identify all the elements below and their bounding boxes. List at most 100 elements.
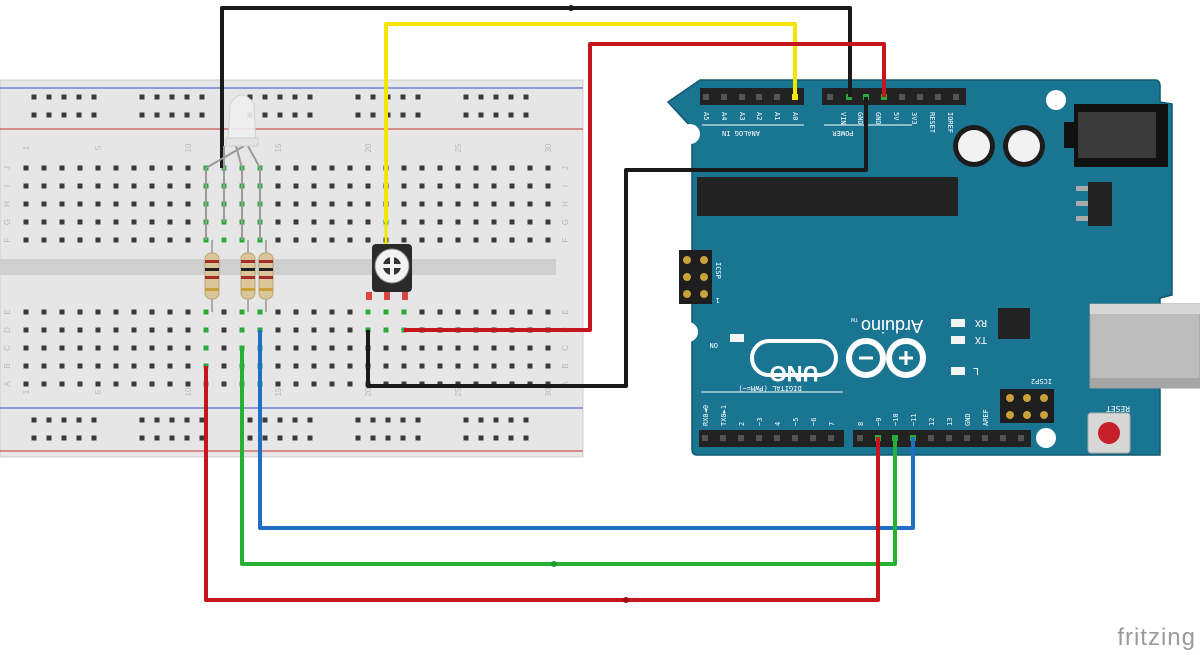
header-pin[interactable]	[899, 94, 905, 100]
header-pin[interactable]	[953, 94, 959, 100]
icsp2-header	[1000, 389, 1054, 423]
potentiometer[interactable]	[366, 244, 412, 300]
breadboard-hole	[329, 381, 335, 387]
header-pin[interactable]	[720, 435, 726, 441]
power-rail-hole	[199, 435, 205, 441]
power-rail-hole	[184, 435, 190, 441]
breadboard-hole	[113, 201, 119, 207]
analog-pin-label: A4	[720, 112, 728, 120]
header-pin[interactable]	[774, 94, 780, 100]
breadboard-hole	[113, 345, 119, 351]
breadboard-hole	[509, 219, 515, 225]
arduino-brand-label: Arduino	[861, 316, 923, 336]
breadboard-hole	[437, 237, 443, 243]
header-pin[interactable]	[857, 435, 863, 441]
header-pin[interactable]	[703, 94, 709, 100]
breadboard-hole	[23, 165, 29, 171]
power-pin-label: IOREF	[946, 112, 954, 133]
reset-button[interactable]	[1087, 412, 1131, 454]
digital-pin-label: 8	[857, 422, 865, 426]
mounting-hole	[1036, 428, 1056, 448]
breadboard-hole	[167, 237, 173, 243]
header-pin[interactable]	[738, 435, 744, 441]
header-pin[interactable]	[964, 435, 970, 441]
breadboard-hole	[185, 345, 191, 351]
header-pin[interactable]	[810, 435, 816, 441]
breadboard-hole	[221, 381, 227, 387]
power-pin-label: 3V3	[910, 112, 918, 125]
breadboard-hole	[473, 165, 479, 171]
power-rail-hole	[508, 417, 514, 423]
power-rail-hole	[169, 94, 175, 100]
power-rail-hole	[370, 435, 376, 441]
breadboard-hole	[401, 363, 407, 369]
breadboard-hole	[113, 381, 119, 387]
breadboard-hole	[239, 327, 245, 333]
breadboard-hole	[167, 345, 173, 351]
header-pin[interactable]	[756, 94, 762, 100]
breadboard-hole	[545, 363, 551, 369]
breadboard-hole	[311, 363, 317, 369]
icsp2-label: ICSP2	[1031, 377, 1052, 385]
row-letter: D	[3, 327, 12, 333]
analog-header	[700, 88, 804, 105]
power-rail-hole	[370, 112, 376, 118]
header-pin[interactable]	[827, 94, 833, 100]
header-pin[interactable]	[928, 435, 934, 441]
header-pin[interactable]	[739, 94, 745, 100]
breadboard-hole	[527, 363, 533, 369]
breadboard-hole	[41, 381, 47, 387]
breadboard-hole	[293, 309, 299, 315]
row-letter: A	[561, 381, 570, 387]
breadboard-hole	[527, 237, 533, 243]
icsp-pin	[683, 290, 691, 298]
breadboard-hole	[23, 219, 29, 225]
header-pin[interactable]	[946, 435, 952, 441]
header-pin[interactable]	[1018, 435, 1024, 441]
power-rail-hole	[262, 94, 268, 100]
breadboard-hole	[473, 201, 479, 207]
breadboard-hole	[149, 381, 155, 387]
header-pin[interactable]	[917, 94, 923, 100]
header-pin[interactable]	[774, 435, 780, 441]
breadboard-hole	[545, 237, 551, 243]
power-rail-hole	[307, 417, 313, 423]
trademark-label: TM	[851, 316, 858, 322]
power-rail-hole	[277, 112, 283, 118]
header-pin[interactable]	[935, 94, 941, 100]
power-pin-label: GND	[874, 112, 882, 125]
breadboard-hole	[185, 183, 191, 189]
power-rail-hole	[508, 112, 514, 118]
row-letter: I	[561, 185, 570, 187]
icsp-pin	[700, 273, 708, 281]
breadboard-hole	[383, 327, 389, 333]
breadboard-hole	[491, 201, 497, 207]
header-pin[interactable]	[721, 94, 727, 100]
header-pin[interactable]	[756, 435, 762, 441]
breadboard-hole	[275, 201, 281, 207]
breadboard-hole	[131, 201, 137, 207]
breadboard-hole	[167, 165, 173, 171]
power-rail-hole	[184, 94, 190, 100]
breadboard-hole	[41, 219, 47, 225]
breadboard-hole	[167, 183, 173, 189]
power-rail-hole	[76, 417, 82, 423]
header-pin[interactable]	[1000, 435, 1006, 441]
breadboard-hole	[329, 309, 335, 315]
header-pin[interactable]	[702, 435, 708, 441]
header-pin[interactable]	[828, 435, 834, 441]
power-rail-hole	[154, 94, 160, 100]
breadboard-hole	[293, 183, 299, 189]
breadboard-hole	[167, 201, 173, 207]
digital-pin-label: ~5	[792, 418, 800, 426]
breadboard-hole	[59, 237, 65, 243]
power-rail-hole	[169, 112, 175, 118]
breadboard-hole	[347, 309, 353, 315]
header-pin[interactable]	[792, 435, 798, 441]
row-letter: F	[3, 237, 12, 242]
power-rail-hole	[355, 112, 361, 118]
header-pin[interactable]	[982, 435, 988, 441]
breadboard-hole	[59, 381, 65, 387]
